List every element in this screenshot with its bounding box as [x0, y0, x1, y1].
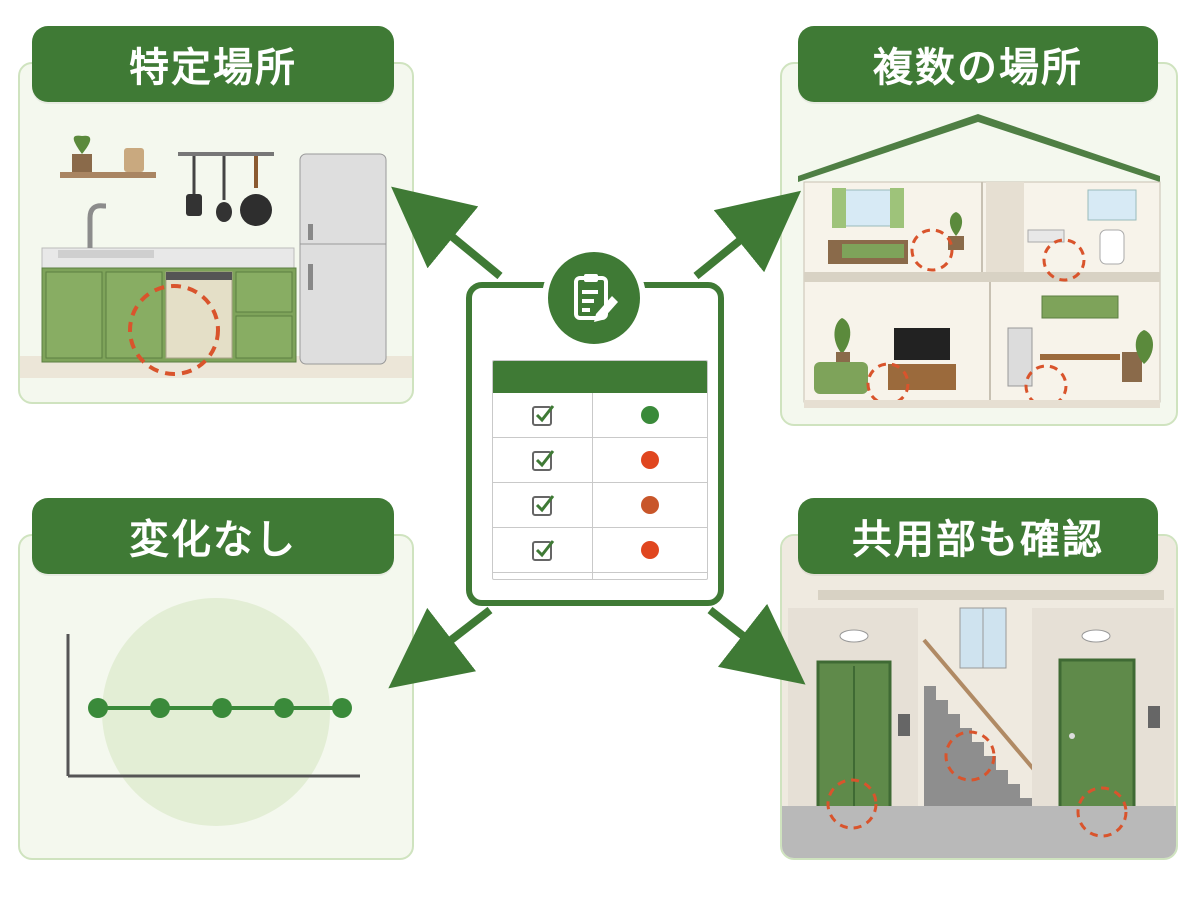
plant-pot-icon — [72, 154, 92, 172]
status-dot-green — [641, 406, 659, 424]
checkbox-checked-icon — [531, 540, 554, 561]
checklist-header — [493, 361, 707, 393]
checkbox-cell — [493, 438, 593, 482]
status-cell — [593, 528, 707, 572]
checkbox-checked-icon — [531, 495, 554, 516]
panel-specific-location — [18, 62, 414, 404]
clipboard-pencil-icon — [574, 274, 618, 322]
kitchen-illustration — [20, 135, 412, 378]
common-area-illustration — [782, 536, 1176, 858]
panel-title-specific-location: 特定場所 — [32, 26, 394, 102]
checklist-table — [492, 360, 708, 580]
panel-title-multiple-locations: 複数の場所 — [798, 26, 1158, 102]
checklist-row — [493, 483, 707, 528]
status-dot-orange — [641, 496, 659, 514]
checklist-card — [466, 282, 724, 606]
clipboard-badge — [542, 246, 646, 350]
jar-icon — [124, 148, 144, 172]
elevator-button-icon — [898, 714, 910, 736]
checklist-empty-row — [493, 573, 707, 579]
checklist-row — [493, 393, 707, 438]
panel-title-no-change: 変化なし — [32, 498, 394, 574]
checkbox-cell — [493, 393, 593, 437]
status-dot-red — [641, 541, 659, 559]
checklist-row — [493, 438, 707, 483]
panel-multiple-locations — [780, 62, 1178, 426]
arrow-to-common-area — [707, 603, 806, 685]
arrow-to-specific-location — [391, 186, 503, 280]
checklist-rows — [493, 393, 707, 579]
checkbox-cell — [493, 483, 593, 527]
checkbox-checked-icon — [531, 450, 554, 471]
house-illustration — [798, 114, 1161, 408]
intercom-icon — [1148, 706, 1160, 728]
status-dot-red — [641, 451, 659, 469]
panel-common-area — [780, 534, 1178, 860]
arrow-to-multiple-locations — [693, 190, 802, 280]
status-cell — [593, 438, 707, 482]
flat-line-points — [88, 698, 352, 718]
checkbox-cell — [493, 528, 593, 572]
panel-title-common-area: 共用部も確認 — [798, 498, 1158, 574]
panel-no-change — [18, 534, 414, 860]
flat-trend-illustration — [66, 598, 360, 826]
checkbox-checked-icon — [531, 405, 554, 426]
status-cell — [593, 483, 707, 527]
highlight-circle — [128, 284, 220, 376]
checklist-row — [493, 528, 707, 573]
arrow-to-no-change — [388, 606, 493, 689]
status-cell — [593, 393, 707, 437]
